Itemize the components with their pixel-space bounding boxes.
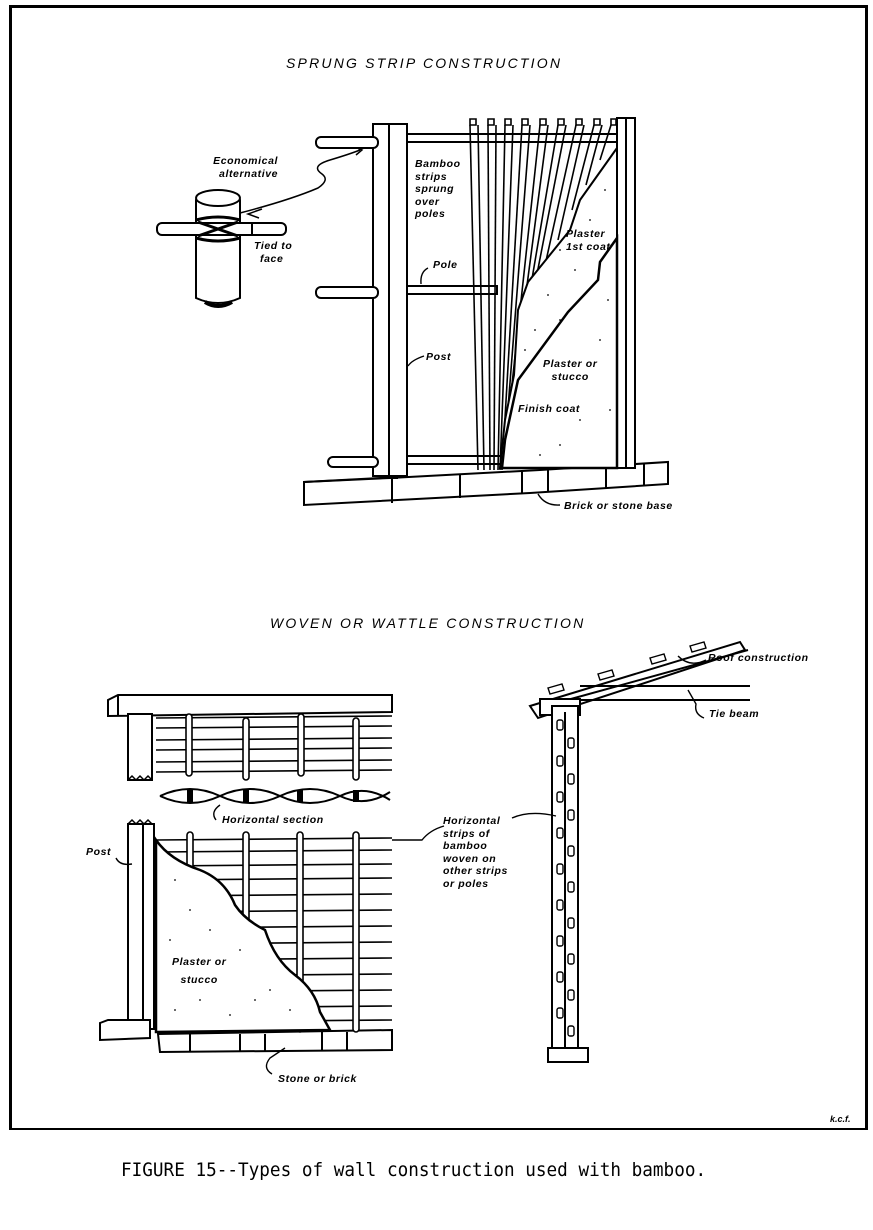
figure-caption: FIGURE 15--Types of wall construction us… (121, 1159, 707, 1181)
label-line: poles (415, 208, 446, 220)
plaster-patch (154, 836, 333, 1034)
label-plaster-or-stucco-bottom: Plaster or stucco (172, 956, 226, 986)
label-line: Tied to (254, 240, 293, 252)
label-line: over (415, 195, 440, 208)
sprung-strip-illustration (156, 117, 669, 507)
label-line: face (260, 252, 284, 265)
label-line: 1st coat (566, 240, 611, 253)
label-line: other strips (443, 865, 508, 877)
upper-weave (155, 713, 393, 781)
label-plaster-first-coat: Plaster 1st coat (566, 228, 610, 253)
label-line: Horizontal (443, 815, 501, 827)
label-tied-to-face: Tied to face (254, 240, 292, 265)
woven-wattle-illustration (99, 640, 750, 1075)
label-tie-beam: Tie beam (709, 708, 760, 720)
label-brick-or-stone-base: Brick or stone base (564, 500, 673, 512)
label-line: Bamboo (415, 158, 461, 170)
tied-pole-detail (156, 189, 287, 308)
label-line: stucco (551, 370, 589, 383)
label-bamboo-strips: Bamboo strips sprung over poles (415, 158, 461, 221)
brick-base (303, 460, 669, 507)
label-line: woven on (443, 852, 497, 865)
label-horizontal-section: Horizontal section (222, 814, 324, 826)
label-line: or poles (443, 877, 489, 890)
label-pole: Pole (433, 259, 458, 271)
figure-frame (9, 5, 868, 1130)
sprung-strip-title: SPRUNG STRIP CONSTRUCTION (286, 55, 563, 71)
leader-arrow (239, 149, 361, 214)
label-line: Plaster or (172, 956, 227, 968)
label-line: stucco (180, 973, 218, 986)
label-economical-alternative: Economical alternative (213, 155, 278, 180)
label-line: alternative (219, 167, 279, 180)
label-roof-construction: Roof construction (708, 652, 809, 664)
label-line: bamboo (443, 840, 488, 852)
label-plaster-or-stucco-top: Plaster or stucco (543, 358, 597, 383)
label-finish-coat: Finish coat (518, 403, 581, 415)
label-line: strips (415, 170, 448, 183)
artist-initials: k.c.f. (830, 1114, 851, 1124)
woven-wattle-title: WOVEN OR WATTLE CONSTRUCTION (270, 615, 586, 631)
label-stone-or-brick: Stone or brick (278, 1073, 357, 1085)
plaster-finish-coat (500, 234, 619, 470)
wall-section (511, 640, 750, 1063)
label-line: Plaster or (543, 358, 598, 370)
label-line: Economical (213, 155, 279, 167)
label-post-top: Post (426, 351, 452, 363)
post (372, 123, 408, 477)
label-line: strips of (443, 827, 490, 840)
label-line: sprung (415, 183, 455, 195)
label-post-bottom: Post (86, 846, 112, 858)
label-line: Plaster (566, 228, 606, 240)
label-horizontal-strips: Horizontal strips of bamboo woven on oth… (443, 815, 508, 890)
